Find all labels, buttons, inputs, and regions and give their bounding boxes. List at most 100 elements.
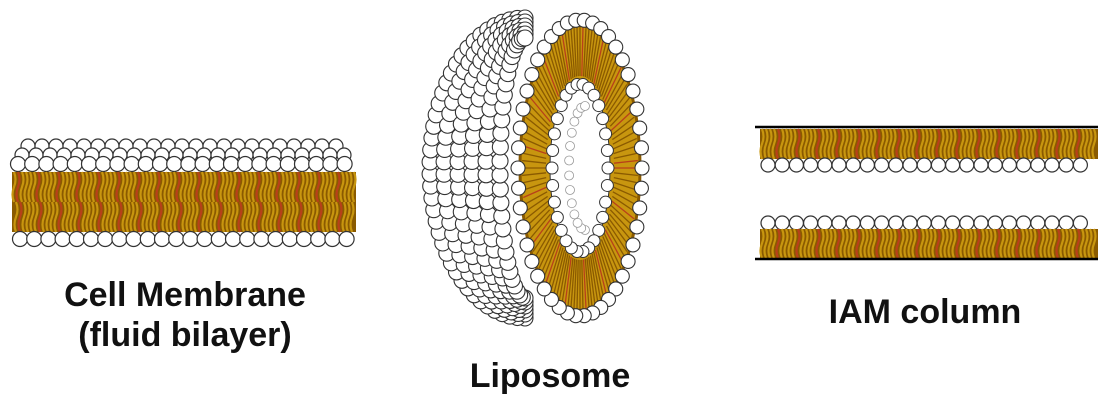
lipid-head [581, 102, 590, 111]
lipid-head [520, 84, 534, 98]
lipid-head [169, 232, 184, 247]
lipid-head [323, 157, 338, 172]
lipid-head [67, 157, 82, 172]
lipid-head [633, 121, 647, 135]
lipid-head [566, 142, 575, 151]
lipid-head [238, 157, 253, 172]
lipid-head [860, 158, 874, 172]
lipid-head [917, 216, 931, 230]
lipid-head [761, 158, 775, 172]
lipid-head [621, 254, 635, 268]
lipid-head [626, 84, 640, 98]
lipid-head [167, 157, 182, 172]
lipid-head [516, 220, 530, 234]
lipid-head [832, 158, 846, 172]
lipid-head [1045, 158, 1059, 172]
lipid-head [525, 254, 539, 268]
lipid-head [112, 232, 127, 247]
lipid-head [525, 68, 539, 82]
lipid-head [597, 211, 609, 223]
lipid-head [775, 158, 789, 172]
lipid-head [615, 53, 629, 67]
lipid-head [512, 141, 526, 155]
lipid-head [339, 232, 354, 247]
lipid-head [875, 158, 889, 172]
lipid-head [295, 157, 310, 172]
lipid-head [513, 121, 527, 135]
lipid-head [513, 201, 527, 215]
lipid-head [297, 232, 312, 247]
liposome-figure [422, 10, 649, 326]
lipid-head [181, 157, 196, 172]
lipid-head [789, 216, 803, 230]
lipid-head [974, 216, 988, 230]
lipid-head [516, 102, 530, 116]
lipid-head [960, 158, 974, 172]
lipid-head [240, 232, 255, 247]
lipid-head [889, 158, 903, 172]
lipid-head [555, 224, 567, 236]
lipid-head [282, 232, 297, 247]
lipid-head [626, 238, 640, 252]
lipid-head [600, 128, 612, 140]
lipid-head [124, 157, 139, 172]
lipid-head [1073, 216, 1087, 230]
lipid-head [546, 162, 558, 174]
cell-membrane-label: Cell Membrane (fluid bilayer) [10, 275, 360, 355]
lipid-head [804, 158, 818, 172]
lipid-head [98, 232, 113, 247]
lipid-head [547, 179, 559, 191]
lipid-head [1002, 216, 1016, 230]
lipid-head [548, 196, 560, 208]
lipid-head [551, 211, 563, 223]
lipid-head [917, 158, 931, 172]
lipid-head [567, 199, 576, 208]
lipid-head [566, 185, 575, 194]
lipid-head [565, 171, 574, 180]
lipid-head [600, 196, 612, 208]
lipid-head [140, 232, 155, 247]
lipid-head [903, 216, 917, 230]
lipid-head [53, 157, 68, 172]
lipid-head [537, 282, 551, 296]
lipid-head [946, 158, 960, 172]
lipid-head [69, 232, 84, 247]
lipid-head [195, 157, 210, 172]
lipid-head [252, 157, 267, 172]
lipid-head [82, 157, 97, 172]
lipid-head [960, 216, 974, 230]
lipid-head [153, 157, 168, 172]
lipid-head [517, 30, 533, 46]
lipid-head [988, 216, 1002, 230]
lipid-head [974, 158, 988, 172]
lipid-head [818, 216, 832, 230]
lipid-head [630, 220, 644, 234]
lipid-head [860, 216, 874, 230]
iam-column-label: IAM column [760, 292, 1090, 332]
lipid-head [593, 100, 605, 112]
lipid-head [775, 216, 789, 230]
lipid-head [39, 157, 54, 172]
lipid-head [138, 157, 153, 172]
lipid-head [931, 216, 945, 230]
lipid-head [597, 113, 609, 125]
lipid-head [266, 157, 281, 172]
lipid-head [946, 216, 960, 230]
lipid-head [601, 179, 613, 191]
lipid-head [570, 117, 579, 126]
lipid-head [548, 128, 560, 140]
lipid-head [531, 53, 545, 67]
lipid-head [630, 102, 644, 116]
lipid-head [25, 157, 40, 172]
lipid-head [41, 232, 56, 247]
lipid-head [889, 216, 903, 230]
lipid-head [1073, 158, 1087, 172]
lipid-head [789, 158, 803, 172]
lipid-head [601, 145, 613, 157]
lipid-head [1017, 158, 1031, 172]
lipid-head [224, 157, 239, 172]
lipid-head [761, 216, 775, 230]
lipid-head [634, 141, 648, 155]
cell-membrane-label-line1: Cell Membrane [10, 275, 360, 315]
lipid-head [325, 232, 340, 247]
